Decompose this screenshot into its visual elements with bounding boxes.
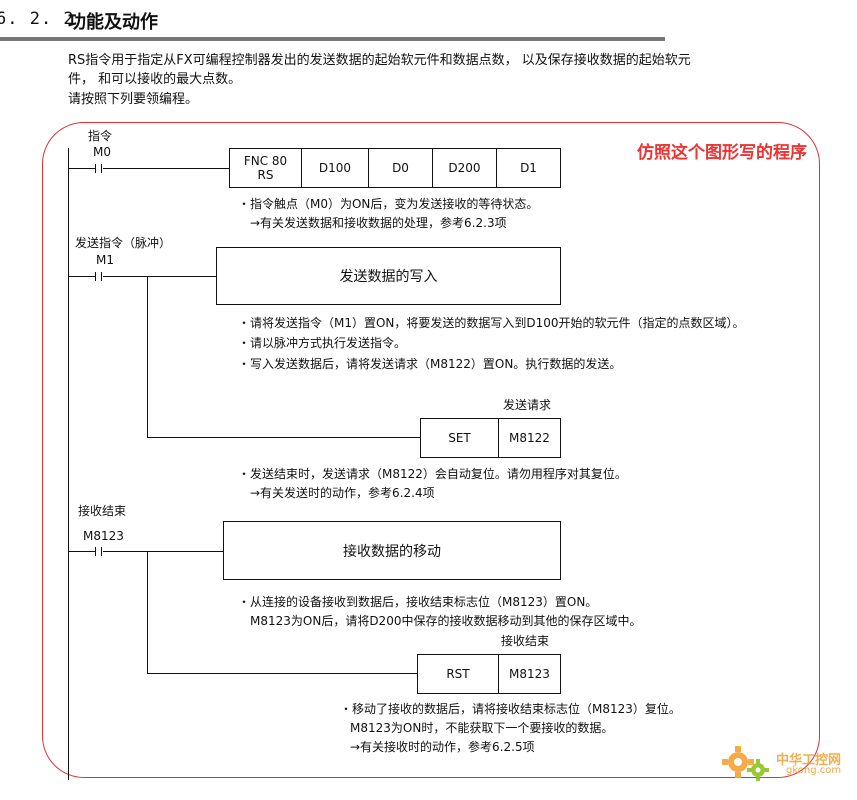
fnc-name: RS xyxy=(257,168,274,182)
intro-line-1: RS指令用于指定从FX可编程控制器发出的发送数据的起始软元件和数据点数， 以及保… xyxy=(68,53,691,68)
rung3-note-3: ・移动了接收的数据后，请将接收结束标志位（M8123）复位。 xyxy=(340,702,681,716)
set-device-m8122: M8122 xyxy=(498,418,561,458)
watermark-url: gkong.com xyxy=(786,765,842,776)
rung3-note-5: →有关接收时的动作，参考6.2.5项 xyxy=(350,740,535,754)
rst-instruction: RST xyxy=(417,654,499,694)
send-request-label: 发送请求 xyxy=(503,398,552,412)
operand-d1: D1 xyxy=(496,148,561,188)
operand-d200: D200 xyxy=(432,148,497,188)
rst-device-m8123: M8123 xyxy=(498,654,561,694)
rung3-wire-a xyxy=(68,551,95,552)
rung3-note-1: ・从连接的设备接收到数据后，接收结束标志位（M8123）置ON。 xyxy=(238,595,598,609)
rung2-wire-b xyxy=(103,276,217,277)
rs-instruction-box: FNC 80 RS xyxy=(229,148,302,188)
rung1-contact-name: M0 xyxy=(93,145,111,159)
rung3-note-4: M8123为ON时，不能获取下一个要接收的数据。 xyxy=(350,721,614,735)
contact-m1 xyxy=(95,272,103,281)
section-number: 6. 2. 2 xyxy=(0,9,75,29)
intro-line-2: 件， 和可以接收的最大点数。 xyxy=(68,72,242,87)
rung2-note-3: ・写入发送数据后，请将发送请求（M8122）置ON。执行数据的发送。 xyxy=(238,357,622,371)
set-instruction: SET xyxy=(420,418,499,458)
operand-d100: D100 xyxy=(301,148,369,188)
rung2-branch-vertical xyxy=(147,276,148,438)
rung1-note-1: ・指令触点（M0）为ON后，变为发送接收的等待状态。 xyxy=(238,197,539,211)
rung2-note-5: →有关发送时的动作，参考6.2.4项 xyxy=(250,486,435,500)
rung2-note-4: ・发送结束时，发送请求（M8122）会自动复位。请勿用程序对其复位。 xyxy=(238,467,627,481)
receive-complete-label: 接收结束 xyxy=(501,634,550,648)
watermark-site: 中华工控网 xyxy=(776,753,842,768)
rung1-wire-b xyxy=(103,168,229,169)
rung3-branch-vertical xyxy=(147,551,148,674)
rung2-contact-name: M1 xyxy=(96,253,114,267)
rung2-note-2: ・请以脉冲方式执行发送指令。 xyxy=(238,336,407,350)
rung3-branch-horizontal xyxy=(147,673,418,674)
contact-m8123 xyxy=(95,547,103,556)
heading-rule xyxy=(0,37,665,41)
power-rail xyxy=(68,148,69,780)
rung2-label: 发送指令（脉冲） xyxy=(75,236,172,250)
annotation-frame xyxy=(42,122,820,778)
rung2-wire-a xyxy=(68,276,95,277)
operand-d0: D0 xyxy=(368,148,433,188)
rung1-wire-a xyxy=(68,168,95,169)
fnc-code: FNC 80 xyxy=(243,154,288,168)
rung3-contact-name: M8123 xyxy=(83,529,124,543)
annotation-text: 仿照这个图形写的程序 xyxy=(637,143,807,163)
gear-logo-icon xyxy=(722,746,769,781)
rung2-branch-horizontal xyxy=(147,437,421,438)
rung1-label: 指令 xyxy=(88,129,113,143)
rung3-wire-b xyxy=(103,551,224,552)
section-title: 功能及动作 xyxy=(68,12,158,33)
intro-line-3: 请按照下列要领编程。 xyxy=(68,92,199,107)
send-write-block: 发送数据的写入 xyxy=(216,247,561,305)
receive-move-block: 接收数据的移动 xyxy=(223,521,561,580)
rung3-label: 接收结束 xyxy=(78,504,127,518)
contact-m0 xyxy=(95,164,103,173)
rung3-note-2: M8123为ON后，请将D200中保存的接收数据移动到其他的保存区域中。 xyxy=(250,614,642,628)
rung1-note-2: →有关发送数据和接收数据的处理，参考6.2.3项 xyxy=(250,216,507,230)
rung2-note-1: ・请将发送指令（M1）置ON，将要发送的数据写入到D100开始的软元件（指定的点… xyxy=(238,316,745,330)
